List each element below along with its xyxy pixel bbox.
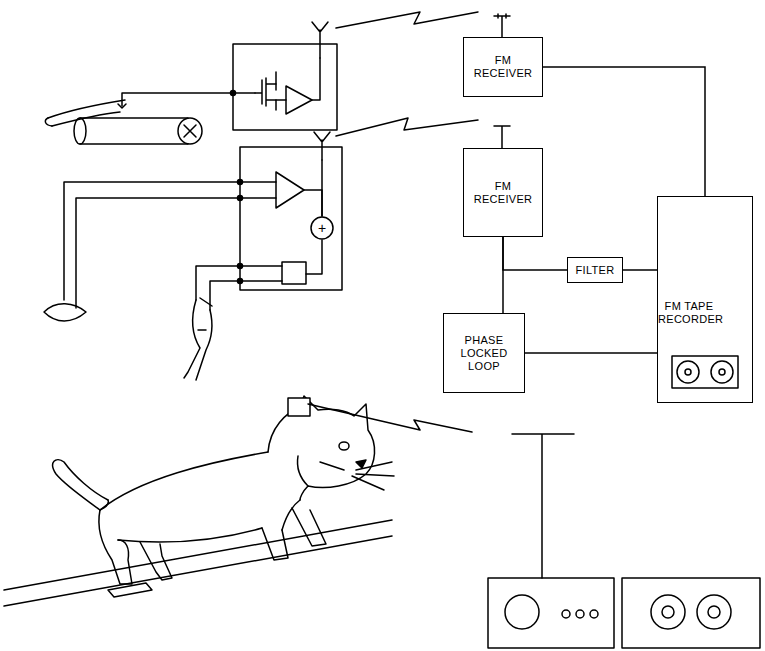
cuff-electrode bbox=[80, 118, 188, 144]
antenna bbox=[494, 126, 510, 148]
antenna bbox=[314, 132, 330, 160]
summing-junction bbox=[311, 217, 333, 239]
footswitch bbox=[108, 583, 152, 597]
signal-line bbox=[503, 237, 567, 270]
box-label: FM RECEIVER bbox=[468, 180, 538, 206]
signal-box bbox=[282, 262, 306, 284]
process-box: FM RECEIVER bbox=[463, 37, 543, 97]
process-box: FM TAPE RECORDER bbox=[657, 196, 753, 403]
leg-wire bbox=[196, 266, 240, 310]
box-label: FILTER bbox=[576, 264, 615, 277]
signal-line bbox=[623, 269, 657, 271]
walkway bbox=[4, 520, 392, 606]
signal-line bbox=[502, 237, 504, 313]
cat bbox=[53, 396, 394, 584]
tape-window bbox=[672, 356, 738, 388]
leg bbox=[184, 300, 212, 380]
process-box: FM RECEIVER bbox=[463, 148, 543, 237]
amplifier-symbol bbox=[286, 86, 312, 114]
tape-unit bbox=[622, 578, 760, 648]
antenna bbox=[512, 434, 574, 578]
transmitter-box bbox=[233, 44, 337, 130]
amplifier-symbol bbox=[276, 172, 304, 208]
emg-electrode bbox=[44, 304, 86, 321]
fet-symbol bbox=[255, 72, 276, 110]
process-box: FILTER bbox=[567, 257, 623, 283]
antenna bbox=[494, 14, 510, 37]
nerve bbox=[48, 100, 125, 126]
radio-link bbox=[336, 12, 478, 28]
emg-wire bbox=[64, 182, 240, 308]
transmitter-box bbox=[240, 147, 342, 290]
radio-link bbox=[336, 118, 478, 136]
box-label: FM TAPE RECORDER bbox=[658, 300, 720, 326]
headstage bbox=[288, 398, 310, 416]
antenna bbox=[312, 22, 328, 58]
box-label: PHASE LOCKED LOOP bbox=[449, 334, 519, 373]
signal-line bbox=[525, 352, 657, 354]
radio-link bbox=[308, 404, 472, 432]
summing-sign: + bbox=[318, 221, 326, 235]
box-label: FM RECEIVER bbox=[468, 54, 538, 80]
process-box: PHASE LOCKED LOOP bbox=[443, 313, 525, 393]
signal-line bbox=[543, 67, 705, 196]
receiver-unit bbox=[488, 578, 614, 648]
